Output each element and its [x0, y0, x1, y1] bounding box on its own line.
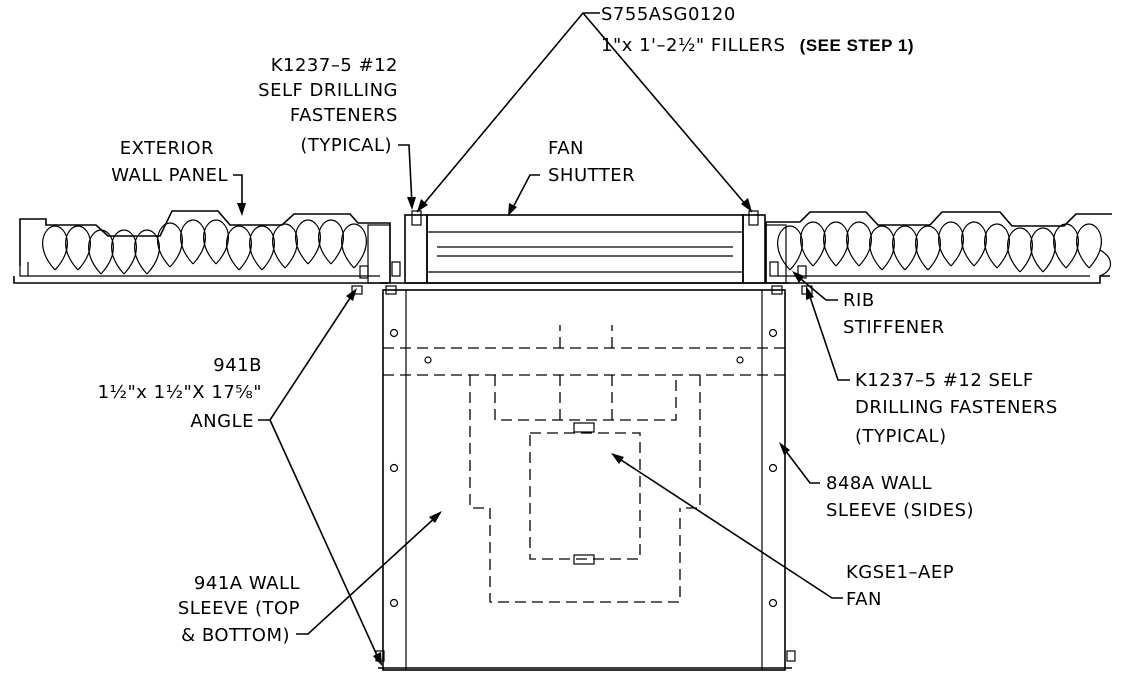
exterior-wall-panel-right: [765, 211, 1112, 284]
fastener-top-line-4: (TYPICAL): [300, 135, 392, 156]
fastener-top-line-3: FASTENERS: [290, 105, 398, 126]
exterior-line-2: WALL PANEL: [111, 165, 228, 186]
filler-left: [359, 210, 428, 284]
fastener-top-line-1: K1237–5 #12: [271, 55, 398, 76]
sleeve-sides-line-2: SLEEVE (SIDES): [826, 500, 974, 521]
fastener-right-line-3: (TYPICAL): [855, 426, 947, 447]
fastener-right-line-2: DRILLING FASTENERS: [855, 397, 1058, 418]
rib-line-2: STIFFENER: [843, 317, 945, 338]
angle-line-2: 1½"x 1½"X 17⅝": [98, 382, 262, 403]
sleeve-tb-line-1: 941A WALL: [194, 573, 300, 594]
fillers-step-note: (SEE STEP 1): [800, 36, 914, 55]
shutter-line-1: FAN: [548, 138, 584, 159]
sleeve-tb-line-3: & BOTTOM): [181, 625, 290, 646]
fan-shutter: [426, 214, 744, 284]
label-fan-shutter: FAN SHUTTER: [548, 138, 635, 186]
fastener-right-line-1: K1237–5 #12 SELF: [855, 370, 1034, 391]
angle-line-3: ANGLE: [190, 411, 254, 432]
label-fillers: S755ASG0120 1"x 1'–2½" FILLERS (SEE STEP…: [601, 4, 914, 56]
fillers-part-number: S755ASG0120: [601, 4, 736, 25]
svg-text:1"x 1'–2½" FILLERS (SEE: 1"x 1'–2½" FILLERS (SEE STEP 1): [601, 35, 914, 56]
label-rib-stiffener: RIB STIFFENER: [843, 290, 945, 338]
exterior-wall-panel-left: [13, 210, 391, 284]
label-fan: KGSE1–AEP FAN: [846, 562, 954, 610]
label-fastener-right: K1237–5 #12 SELF DRILLING FASTENERS (TYP…: [855, 370, 1058, 447]
angle-line-1: 941B: [213, 355, 262, 376]
sleeve-sides-line-1: 848A WALL: [826, 473, 932, 494]
label-fastener-top: K1237–5 #12 SELF DRILLING FASTENERS (TYP…: [258, 55, 398, 156]
fastener-top-line-2: SELF DRILLING: [258, 80, 398, 101]
leader-lines: [233, 12, 850, 666]
exterior-line-1: EXTERIOR: [120, 138, 214, 159]
wall-sleeve: [351, 282, 813, 671]
label-exterior-wall: EXTERIOR WALL PANEL: [111, 138, 228, 186]
fan-line-2: FAN: [846, 589, 882, 610]
shutter-line-2: SHUTTER: [548, 165, 635, 186]
label-sleeve-sides: 848A WALL SLEEVE (SIDES): [826, 473, 974, 521]
fillers-description: 1"x 1'–2½" FILLERS: [601, 35, 785, 56]
sleeve-tb-line-2: SLEEVE (TOP: [178, 598, 300, 619]
fan-line-1: KGSE1–AEP: [846, 562, 954, 583]
fan-hidden-outline: [383, 325, 785, 603]
rib-line-1: RIB: [843, 290, 875, 311]
label-sleeve-top-bottom: 941A WALL SLEEVE (TOP & BOTTOM): [178, 573, 300, 646]
label-angle: 941B 1½"x 1½"X 17⅝" ANGLE: [98, 355, 262, 432]
